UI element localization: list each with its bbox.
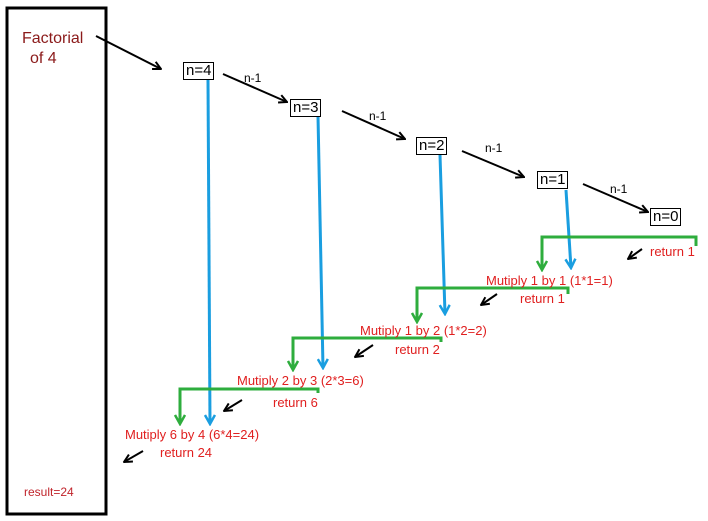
value-arrow-2 — [438, 154, 445, 314]
call-arrow-2-1 — [461, 150, 524, 177]
edge-label-2: n-1 — [369, 109, 387, 123]
node-n1: n=1 — [537, 171, 569, 189]
base-return-label: return 1 — [650, 244, 695, 259]
edge-label-3: n-1 — [485, 141, 503, 155]
step-2-multiply: Mutiply 1 by 2 (1*2=2) — [360, 323, 487, 338]
step-3-return: return 6 — [273, 395, 318, 410]
node-n3: n=3 — [290, 99, 322, 117]
edge-label-4: n-1 — [610, 182, 628, 196]
return-arrow-4 — [224, 399, 243, 411]
call-arrow-4-3 — [222, 73, 287, 102]
step-1-return: return 1 — [520, 291, 565, 306]
call-arrow-3-2 — [341, 110, 405, 139]
combine-arrow-4 — [180, 387, 320, 424]
node-n4: n=4 — [183, 62, 215, 80]
return-arrow-5 — [124, 450, 144, 462]
combine-arrow-2 — [417, 286, 570, 322]
node-n2: n=2 — [416, 137, 448, 155]
return-arrow-1 — [628, 248, 643, 259]
step-4-multiply: Mutiply 6 by 4 (6*4=24) — [125, 427, 260, 442]
value-arrow-1 — [566, 189, 571, 268]
step-2-return: return 2 — [395, 342, 440, 357]
combine-arrow-1 — [542, 235, 698, 270]
step-4-return: return 24 — [160, 445, 213, 460]
step-3-multiply: Mutiply 2 by 3 (2*3=6) — [237, 373, 364, 388]
step-1-multiply: Mutiply 1 by 1 (1*1=1) — [486, 273, 613, 288]
value-arrow-3 — [316, 115, 323, 368]
result-box — [5, 6, 108, 516]
return-arrow-3 — [355, 344, 374, 357]
call-arrow-1-0 — [582, 183, 648, 212]
result-label: result=24 — [24, 485, 74, 499]
title-line-2: of 4 — [30, 50, 57, 67]
node-n0: n=0 — [650, 208, 682, 226]
edge-label-1: n-1 — [244, 71, 262, 85]
value-arrow-4 — [208, 79, 210, 424]
return-arrow-2 — [481, 293, 498, 305]
title-line-1: Factorial — [22, 30, 84, 47]
combine-arrow-3 — [293, 336, 443, 370]
call-arrow-start — [95, 35, 161, 69]
